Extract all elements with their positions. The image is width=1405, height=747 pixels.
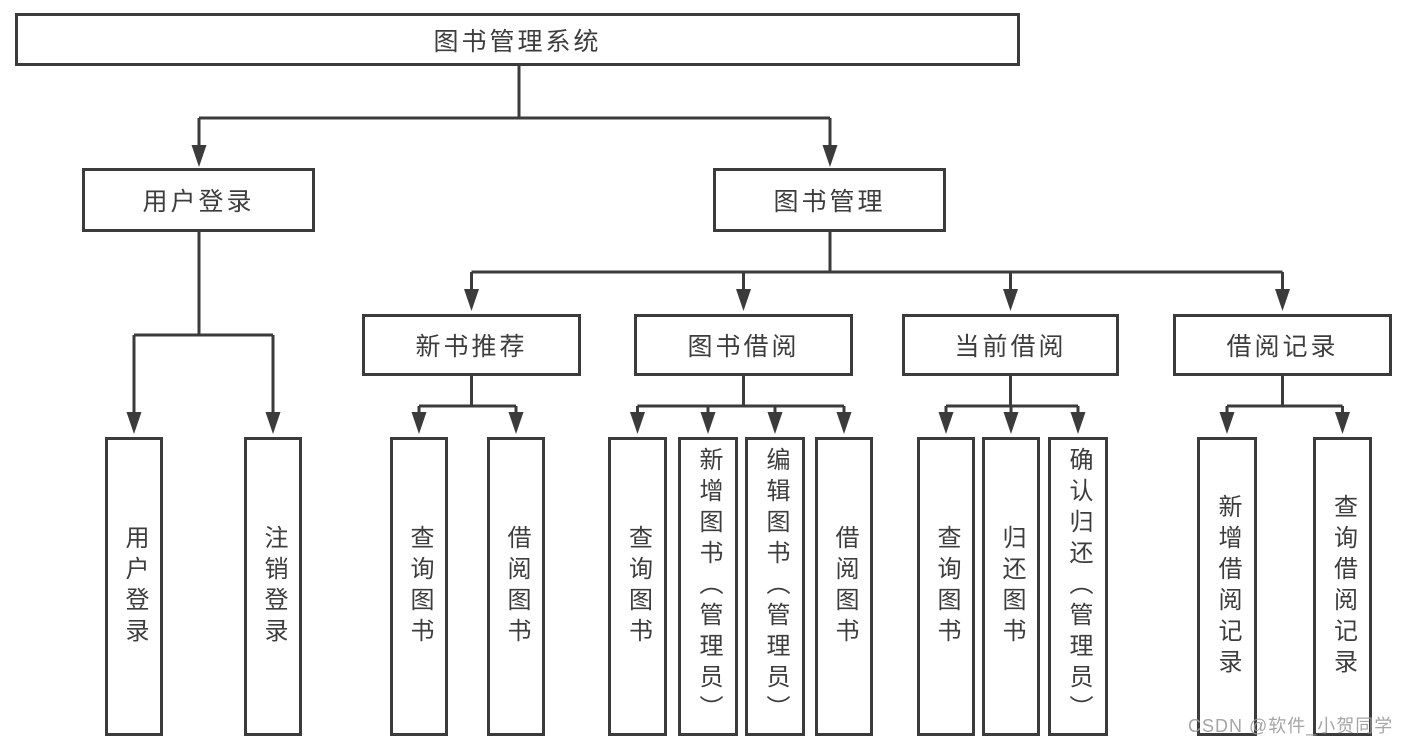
- leaf-newrec-borrow-books: 借阅图书: [487, 437, 545, 736]
- leaf-current-query-books: 查询图书: [917, 437, 975, 736]
- connector-borrow-records-children: [1225, 376, 1344, 416]
- arrow-down-icon: [126, 412, 142, 434]
- arrow-down-icon: [1003, 412, 1019, 434]
- arrow-down-icon: [938, 412, 954, 434]
- arrow-down-icon: [700, 412, 716, 434]
- leaf-current-return-books: 归还图书: [982, 437, 1040, 736]
- arrow-down-icon: [1275, 289, 1290, 311]
- arrow-down-icon: [822, 145, 838, 167]
- leaf-label: 注销登录: [260, 524, 287, 649]
- node-book-management: 图书管理: [713, 168, 946, 232]
- arrowhead-icons: [126, 145, 1350, 434]
- leaf-records-add-borrow-record: 新增借阅记录: [1197, 437, 1257, 736]
- connector-root-to-level2: [197, 66, 832, 148]
- arrow-down-icon: [1335, 412, 1350, 434]
- leaf-label: 确认归还（管理员）: [1065, 447, 1092, 726]
- leaf-newrec-query-books: 查询图书: [390, 437, 448, 736]
- leaf-label: 借阅图书: [831, 524, 858, 649]
- leaf-logout: 注销登录: [244, 437, 302, 736]
- arrow-down-icon: [464, 289, 479, 311]
- leaf-label: 新增借阅记录: [1214, 493, 1241, 680]
- node-user-login: 用户登录: [82, 168, 315, 232]
- connector-user-login-children: [132, 232, 275, 416]
- leaf-current-confirm-return-admin: 确认归还（管理员）: [1048, 437, 1108, 736]
- leaf-borrow-add-books-admin: 新增图书（管理员）: [678, 437, 738, 736]
- node-book-borrowing: 图书借阅: [634, 314, 853, 376]
- node-new-book-recommendation: 新书推荐: [362, 314, 581, 376]
- arrow-down-icon: [191, 145, 207, 167]
- arrow-down-icon: [630, 412, 645, 434]
- arrow-down-icon: [767, 412, 783, 434]
- leaf-label: 查询图书: [624, 524, 652, 649]
- arrow-down-icon: [508, 412, 524, 434]
- leaf-user-login: 用户登录: [105, 437, 163, 736]
- node-current-borrowing: 当前借阅: [902, 314, 1119, 376]
- arrow-down-icon: [1003, 289, 1018, 311]
- leaf-label: 借阅图书: [503, 524, 530, 649]
- leaf-label: 查询图书: [406, 524, 433, 649]
- arrow-down-icon: [411, 412, 427, 434]
- connector-new-book-children: [417, 376, 518, 416]
- node-library-management-system: 图书管理系统: [15, 13, 1020, 66]
- leaf-label: 查询图书: [933, 524, 960, 649]
- leaf-label: 归还图书: [998, 524, 1025, 649]
- leaf-borrow-borrow-books: 借阅图书: [815, 437, 873, 736]
- leaf-records-query-borrow-record: 查询借阅记录: [1313, 437, 1372, 736]
- leaf-label: 新增图书（管理员）: [695, 447, 722, 726]
- leaf-borrow-query-books: 查询图书: [608, 437, 667, 736]
- connector-current-borrow-children: [944, 376, 1080, 416]
- leaf-label: 用户登录: [121, 524, 148, 649]
- leaf-label: 编辑图书（管理员）: [762, 447, 789, 726]
- leaf-label: 查询借阅记录: [1329, 493, 1357, 680]
- arrow-down-icon: [736, 289, 751, 311]
- arrow-down-icon: [265, 412, 281, 434]
- connector-book-mgmt-children: [470, 232, 1284, 293]
- connector-book-borrow-children: [636, 376, 846, 416]
- leaf-borrow-edit-books-admin: 编辑图书（管理员）: [745, 437, 805, 736]
- arrow-down-icon: [836, 412, 852, 434]
- watermark: CSDN @软件_小贺同学: [1188, 716, 1394, 736]
- arrow-down-icon: [1070, 412, 1086, 434]
- node-borrowing-records: 借阅记录: [1173, 314, 1392, 376]
- arrow-down-icon: [1219, 412, 1235, 434]
